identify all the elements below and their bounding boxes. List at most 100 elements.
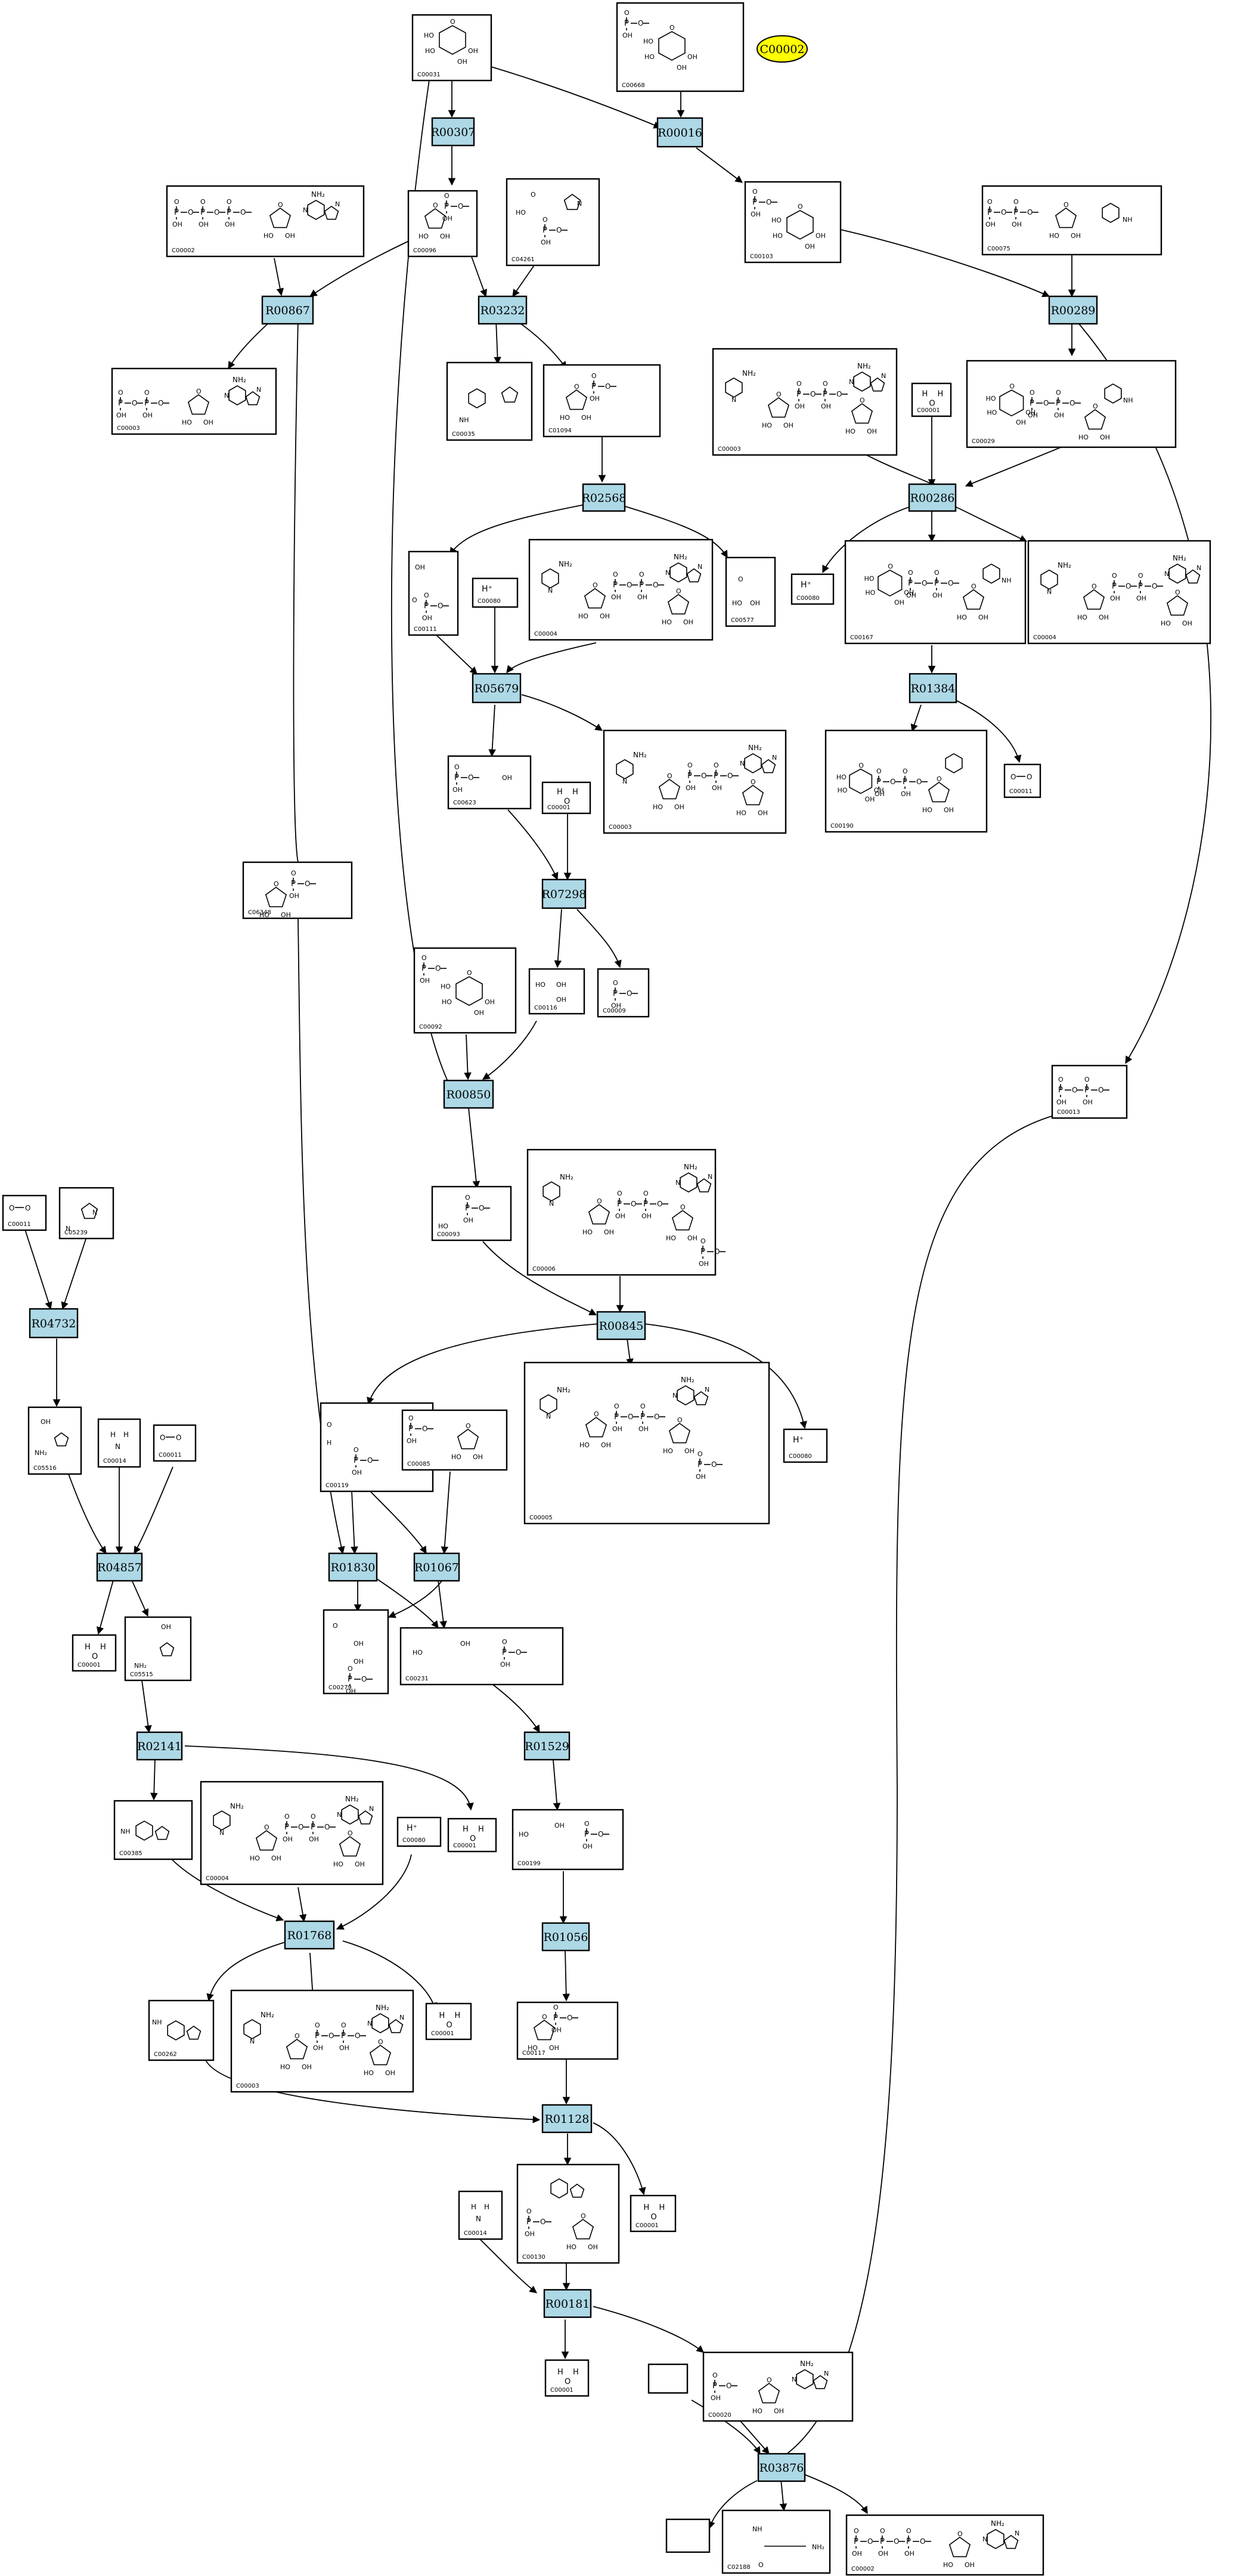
compound-box[interactable]	[630, 2194, 677, 2233]
compound-box[interactable]	[516, 2001, 619, 2060]
compound-c00080[interactable]: H⁺C00080	[396, 1816, 442, 1847]
reaction-box[interactable]	[909, 673, 957, 704]
compound-box[interactable]	[721, 2509, 831, 2574]
reaction-r01768[interactable]: R01768	[284, 1920, 335, 1950]
compound-box[interactable]	[665, 2518, 711, 2553]
compound-box[interactable]	[516, 2163, 620, 2264]
reaction-box[interactable]	[757, 2453, 806, 2482]
reaction-r00307[interactable]: R00307	[431, 117, 476, 147]
compound-box[interactable]	[528, 968, 585, 1015]
compound-box[interactable]	[824, 729, 988, 833]
reaction-r00850[interactable]: R00850	[443, 1079, 494, 1109]
reaction-box[interactable]	[413, 1552, 460, 1582]
reaction-box[interactable]	[541, 878, 587, 909]
compound-box[interactable]	[1027, 540, 1211, 645]
compound-box[interactable]	[603, 729, 787, 834]
reaction-r03876[interactable]: R03876	[757, 2453, 806, 2482]
compound-box[interactable]	[981, 185, 1162, 256]
compound-box[interactable]	[27, 1406, 82, 1475]
compound-box[interactable]	[446, 361, 533, 441]
reaction-box[interactable]	[582, 483, 626, 512]
compound-unlabeled[interactable]	[665, 2518, 711, 2553]
compound-box[interactable]	[597, 968, 650, 1018]
reaction-r01056[interactable]: R01056	[541, 1922, 590, 1952]
reaction-r05679[interactable]: R05679	[472, 673, 522, 704]
compound-box[interactable]	[166, 185, 365, 258]
compound-box[interactable]	[396, 1816, 442, 1847]
compound-c00080[interactable]: H⁺C00080	[790, 573, 835, 605]
reaction-box[interactable]	[96, 1552, 143, 1582]
reaction-r01384[interactable]: R01384	[909, 673, 957, 704]
reaction-r00286[interactable]: R00286	[908, 483, 957, 512]
compound-box[interactable]	[647, 2363, 689, 2394]
compound-unlabeled[interactable]	[647, 2363, 689, 2394]
compound-box[interactable]	[541, 781, 591, 815]
reaction-box[interactable]	[541, 1922, 590, 1952]
reaction-box[interactable]	[136, 1731, 183, 1761]
compound-box[interactable]	[790, 573, 835, 605]
compound-box[interactable]	[425, 2002, 472, 2041]
compound-box[interactable]	[447, 755, 532, 810]
reaction-r04857[interactable]: R04857	[96, 1552, 143, 1582]
compound-box[interactable]	[408, 550, 459, 636]
reaction-box[interactable]	[443, 1079, 494, 1109]
compound-box[interactable]	[148, 1999, 215, 2061]
reaction-box[interactable]	[523, 1731, 571, 1761]
compound-box[interactable]	[744, 181, 842, 264]
reaction-box[interactable]	[328, 1552, 378, 1582]
reaction-box[interactable]	[543, 2289, 592, 2318]
reaction-box[interactable]	[29, 1308, 79, 1339]
compound-c00080[interactable]: H⁺C00080	[783, 1428, 828, 1463]
reaction-r03232[interactable]: R03232	[478, 295, 528, 325]
reaction-r00845[interactable]: R00845	[596, 1311, 646, 1340]
compound-box[interactable]	[153, 1424, 197, 1462]
compound-box[interactable]	[911, 382, 952, 417]
compound-box[interactable]	[2, 1194, 47, 1231]
compound-box[interactable]	[1003, 763, 1041, 798]
compound-box[interactable]	[844, 540, 1027, 645]
compound-c00080[interactable]: H⁺C00080	[472, 577, 519, 608]
compound-box[interactable]	[712, 348, 898, 456]
compound-box[interactable]	[413, 947, 517, 1034]
compound-box[interactable]	[399, 1627, 564, 1686]
reaction-r01830[interactable]: R01830	[328, 1552, 378, 1582]
compound-box[interactable]	[431, 1185, 512, 1241]
compound-box[interactable]	[966, 360, 1177, 448]
compound-box[interactable]	[401, 1409, 508, 1471]
compound-box[interactable]	[783, 1428, 828, 1463]
reaction-box[interactable]	[472, 673, 522, 704]
reaction-r01128[interactable]: R01128	[541, 2104, 593, 2134]
